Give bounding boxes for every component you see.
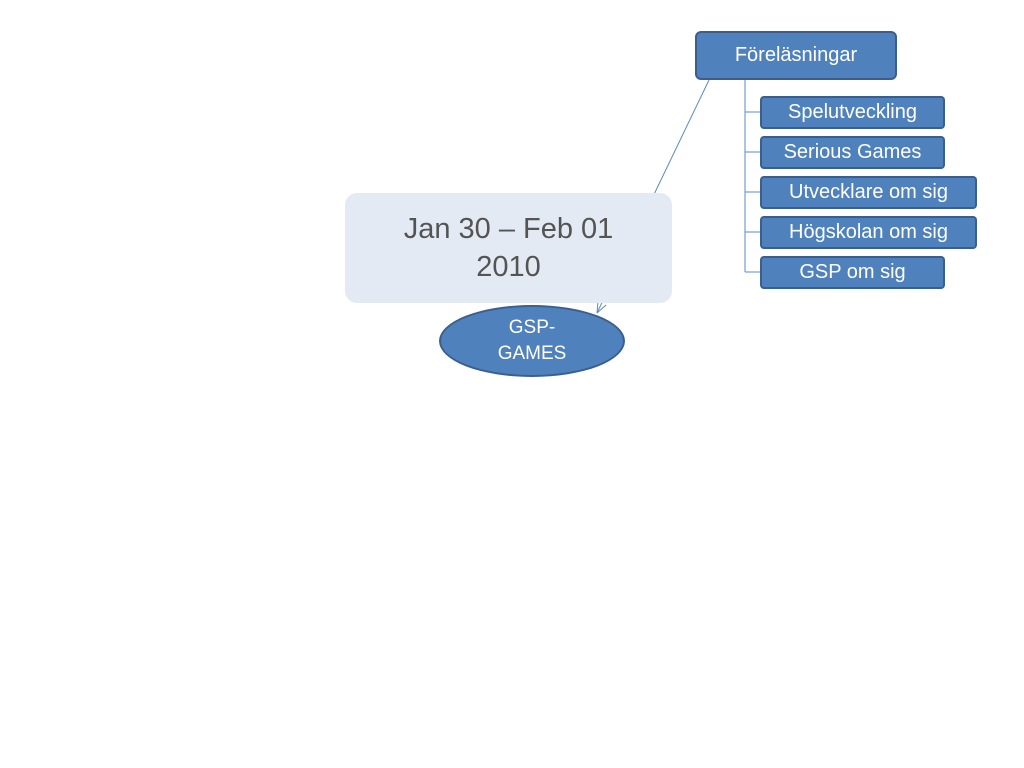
child-node-spelutveckling[interactable]: Spelutveckling <box>760 96 945 129</box>
child-node-label: GSP om sig <box>799 261 906 283</box>
child-node-serious-games[interactable]: Serious Games <box>760 136 945 169</box>
date-year: 2010 <box>476 251 541 283</box>
gsp-games-label-line1: GSP- <box>508 317 556 338</box>
gsp-games-label-line2: GAMES <box>497 343 567 364</box>
date-range: Jan 30 – Feb 01 <box>403 213 614 245</box>
child-node-label: Serious Games <box>783 141 922 163</box>
gsp-games-node[interactable]: GSP- GAMES <box>439 305 625 377</box>
root-node-forelasningar[interactable]: Föreläsningar <box>695 31 897 80</box>
child-node-utvecklare-om-sig[interactable]: Utvecklare om sig <box>760 176 977 209</box>
child-node-label: Högskolan om sig <box>789 221 948 243</box>
root-node-label: Föreläsningar <box>734 44 858 66</box>
child-node-gsp-om-sig[interactable]: GSP om sig <box>760 256 945 289</box>
child-node-label: Spelutveckling <box>788 101 917 123</box>
child-node-hogskolan-om-sig[interactable]: Högskolan om sig <box>760 216 977 249</box>
child-node-label: Utvecklare om sig <box>789 181 948 203</box>
date-box: Jan 30 – Feb 01 2010 <box>345 193 672 303</box>
